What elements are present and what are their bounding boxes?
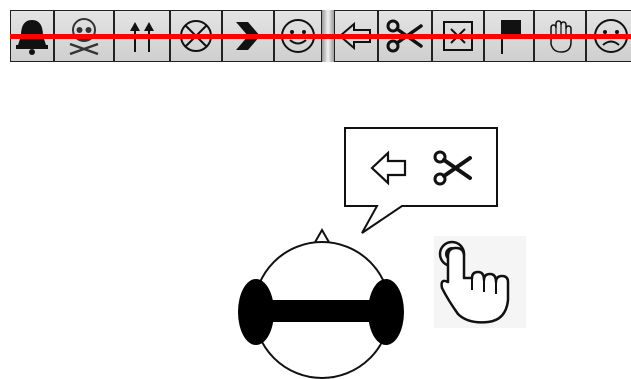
tap-hand-icon xyxy=(434,236,526,328)
icon-toolbar xyxy=(10,10,631,62)
scissors-icon xyxy=(433,150,472,186)
left-arrow-outline-icon xyxy=(370,150,407,186)
speech-bubble xyxy=(344,127,498,234)
red-strike-line xyxy=(10,34,631,39)
skull-crossbones-icon xyxy=(69,18,99,56)
robot-character[interactable] xyxy=(238,227,404,379)
